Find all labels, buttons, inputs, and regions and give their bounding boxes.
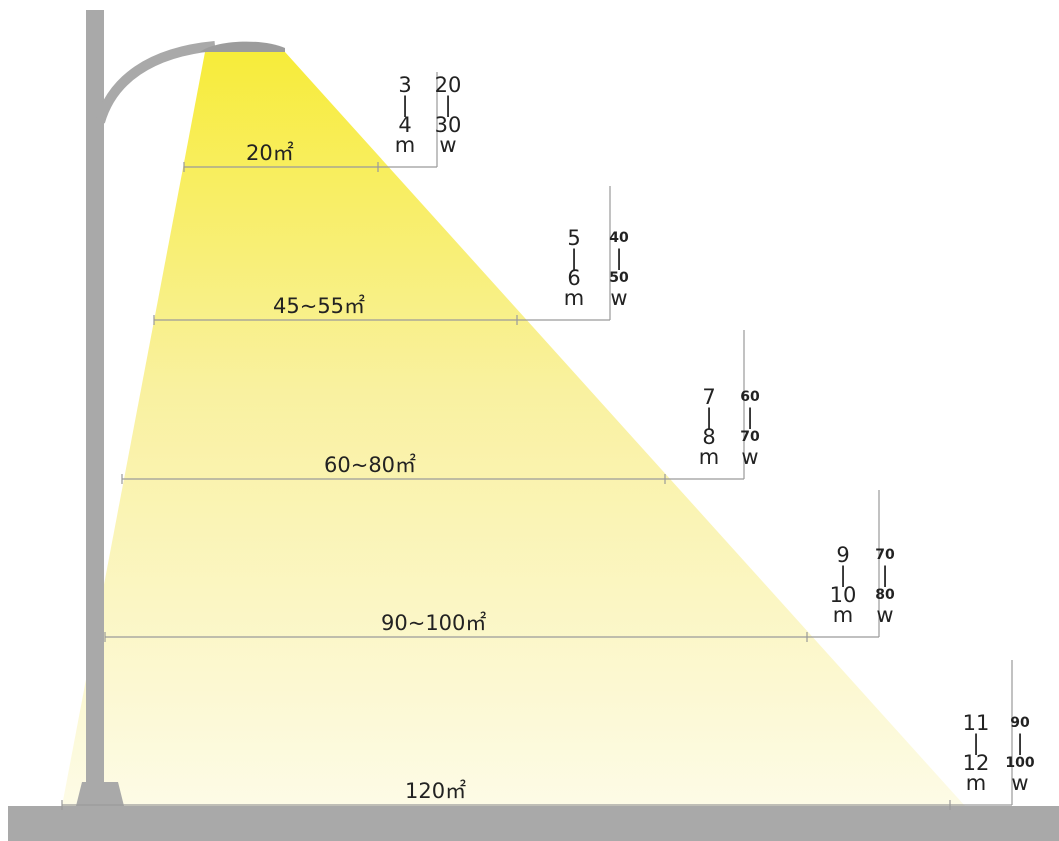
height-unit: m (965, 771, 987, 795)
lamp-head (200, 41, 285, 52)
watt-min-value: 40 (609, 230, 629, 246)
range-separator: | (746, 405, 754, 429)
level-3-lines (121, 330, 745, 484)
range-separator: | (972, 731, 980, 755)
watt-min-value: 70 (875, 547, 895, 563)
height-min-value: 5 (567, 226, 581, 250)
watt-unit: w (741, 445, 759, 469)
coverage-area-label: 120㎡ (405, 779, 467, 803)
range-separator: | (570, 246, 578, 270)
coverage-area-label: 60~80㎡ (324, 453, 417, 477)
level-5-lines (61, 660, 1013, 810)
height-unit: m (698, 445, 720, 469)
level-4-lines (104, 490, 880, 642)
range-separator: | (401, 93, 409, 117)
watt-max-value: 30 (434, 113, 462, 137)
range-separator: | (881, 563, 889, 587)
street-lamp-icon (76, 10, 285, 810)
height-max-value: 8 (702, 425, 716, 449)
range-separator: | (705, 405, 713, 429)
lamp-pole (86, 10, 104, 810)
coverage-area-label: 20㎡ (246, 141, 294, 165)
height-unit: m (832, 603, 854, 627)
height-max-value: 4 (398, 113, 412, 137)
height-max-value: 10 (829, 583, 857, 607)
measurement-lines (61, 72, 1013, 810)
level-1-lines (183, 72, 438, 172)
watt-min-value: 20 (434, 73, 462, 97)
range-separator: | (839, 563, 847, 587)
coverage-area-label: 45~55㎡ (273, 294, 366, 318)
watt-max-value: 50 (609, 270, 629, 286)
watt-unit: w (876, 603, 894, 627)
height-min-value: 3 (398, 73, 412, 97)
watt-unit: w (1011, 771, 1029, 795)
range-separator: | (1016, 731, 1024, 755)
watt-max-value: 80 (875, 587, 895, 603)
light-beam (62, 52, 965, 806)
watt-min-value: 90 (1010, 715, 1030, 731)
lamp-base (76, 782, 124, 806)
height-max-value: 6 (567, 266, 581, 290)
height-min-value: 9 (836, 543, 850, 567)
height-unit: m (394, 133, 416, 157)
lamp-arm (95, 41, 216, 124)
watt-max-value: 100 (1005, 755, 1035, 771)
watt-min-value: 60 (740, 389, 760, 405)
height-unit: m (563, 286, 585, 310)
coverage-area-label: 90~100㎡ (381, 611, 487, 635)
height-min-value: 7 (702, 385, 716, 409)
watt-unit: w (610, 286, 628, 310)
height-max-value: 12 (962, 751, 990, 775)
range-separator: | (444, 93, 452, 117)
level-2-lines (153, 186, 611, 325)
ground (8, 806, 1059, 841)
range-separator: | (615, 246, 623, 270)
watt-unit: w (439, 133, 457, 157)
height-min-value: 11 (962, 711, 990, 735)
watt-max-value: 70 (740, 429, 760, 445)
